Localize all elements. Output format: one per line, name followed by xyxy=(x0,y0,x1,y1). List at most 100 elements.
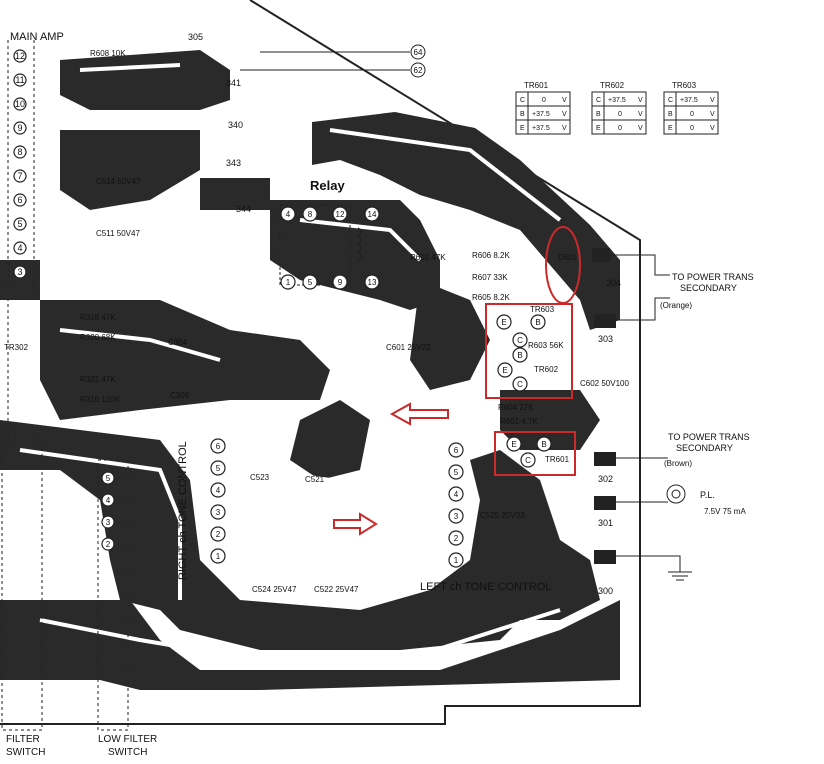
pilot-lamp-icon xyxy=(666,484,686,504)
table-cell: V xyxy=(562,97,567,104)
tr601-label: TR601 xyxy=(545,455,570,464)
orange-label: (Orange) xyxy=(660,301,692,310)
table-cell: +37.5 xyxy=(532,111,550,118)
tone-pin: 6 xyxy=(216,442,221,451)
tr602-label: TR602 xyxy=(534,365,559,374)
pin-label: 11 xyxy=(15,75,24,85)
pin-label: 7 xyxy=(17,171,22,181)
hi-filter-label: FILTER xyxy=(6,734,40,745)
svg-text:C: C xyxy=(525,456,531,465)
table-cell: B xyxy=(520,111,525,118)
c523-label: C523 xyxy=(250,473,270,482)
table-cell: E xyxy=(668,125,673,132)
table-cell: 0 xyxy=(618,111,622,118)
table-cell: 0 xyxy=(690,125,694,132)
tr302-label: TR302 xyxy=(4,343,29,352)
table-cell: 0 xyxy=(618,125,622,132)
node-62-label: 62 xyxy=(414,66,423,75)
c522-label: C522 25V47 xyxy=(314,585,359,594)
table-cell: B xyxy=(596,111,601,118)
pin-label: 4 xyxy=(17,243,22,253)
c306-label: C306 xyxy=(170,391,190,400)
pin-column-left: 12 11 10 9 8 7 6 5 4 3 xyxy=(13,49,27,279)
tone-pin: 4 xyxy=(454,490,459,499)
white-traces xyxy=(19,63,562,663)
trace-numbers: 305 341 340 343 344 xyxy=(188,32,251,214)
svg-text:B: B xyxy=(517,351,522,360)
tone-pin: 3 xyxy=(216,508,221,517)
node-64-label: 64 xyxy=(414,48,423,57)
table-cell: V xyxy=(710,111,715,118)
relay-pin: 1 xyxy=(286,278,291,287)
pin-label: 12 xyxy=(15,51,25,61)
r602-label: R602 47K xyxy=(410,253,446,262)
pl-rating: 7.5V 75 mA xyxy=(704,507,746,516)
table-cell: +37.5 xyxy=(680,97,698,104)
tone-pin: 6 xyxy=(454,446,459,455)
svg-text:E: E xyxy=(511,440,516,449)
relay-pin: 8 xyxy=(308,210,313,219)
r601-label: R601 4.7K xyxy=(500,417,538,426)
r310-label: R310 120K xyxy=(80,395,121,404)
tone-pin: 3 xyxy=(454,512,459,521)
relay-coil-icon xyxy=(356,227,362,261)
tr601-table-title: TR601 xyxy=(524,81,549,90)
r322-label: R322 47K xyxy=(80,375,116,384)
transistor-pads: E B C E B C E B C xyxy=(496,314,552,468)
power-leads xyxy=(610,254,692,581)
r320-label: R320 68K xyxy=(80,333,116,342)
terminal-label: 301 xyxy=(598,518,613,528)
right-tone-pins: 6 5 4 3 2 1 xyxy=(210,438,226,564)
red-annotations xyxy=(333,226,581,536)
trace-number: 344 xyxy=(236,204,251,214)
table-cell: C xyxy=(520,97,525,104)
pin-label: 10 xyxy=(15,99,25,109)
r608-label: R608 10K xyxy=(90,49,126,58)
relay: Relay 4 8 12 14 1 5 9 13 xyxy=(279,178,380,290)
r318-label: R318 47K xyxy=(80,313,116,322)
table-cell: V xyxy=(638,97,643,104)
arrow-right-icon xyxy=(333,512,378,536)
terminal-label: 303 xyxy=(598,334,613,344)
table-cell: V xyxy=(638,125,643,132)
secondary-1: SECONDARY xyxy=(680,283,737,293)
relay-pin: 4 xyxy=(286,210,291,219)
tr603-table: TR603 C +37.5 V B 0 V E 0 V xyxy=(663,81,719,135)
table-cell: V xyxy=(562,125,567,132)
terminal-label: 302 xyxy=(598,474,613,484)
tone-pin: 2 xyxy=(216,530,221,539)
table-cell: E xyxy=(520,125,525,132)
component-labels: R606 8.2K R607 33K R605 8.2K R602 47K R6… xyxy=(4,49,629,594)
svg-text:B: B xyxy=(535,318,540,327)
table-cell: V xyxy=(562,111,567,118)
svg-text:E: E xyxy=(502,366,507,375)
secondary-2: SECONDARY xyxy=(676,443,733,453)
hi-switch-label: SWITCH xyxy=(6,747,45,758)
tone-pin: 1 xyxy=(216,552,221,561)
trace-number: 305 xyxy=(188,32,203,42)
main-amp-label: MAIN AMP xyxy=(10,31,64,43)
table-cell: V xyxy=(638,111,643,118)
svg-text:5: 5 xyxy=(106,474,111,483)
low-filter-pins: 5 4 3 2 xyxy=(101,471,115,551)
pin-label: 5 xyxy=(17,219,22,229)
to-power-trans-2: TO POWER TRANS xyxy=(668,432,750,442)
relay-pin: 5 xyxy=(308,278,313,287)
pin-label: 8 xyxy=(17,147,22,157)
table-cell: 0 xyxy=(542,97,546,104)
c521-label: C521 xyxy=(305,475,325,484)
tr601-highlight-box xyxy=(494,431,576,476)
to-power-trans-1: TO POWER TRANS xyxy=(672,272,754,282)
tr603-label: TR603 xyxy=(530,305,555,314)
svg-text:B: B xyxy=(541,440,546,449)
c602-label: C602 50V100 xyxy=(580,379,629,388)
table-cell: +37.5 xyxy=(608,97,626,104)
c514-label: C514 50V47 xyxy=(96,177,141,186)
svg-text:4: 4 xyxy=(106,496,111,505)
svg-text:C: C xyxy=(517,380,523,389)
relay-pin: 13 xyxy=(368,278,377,287)
tr603-table-title: TR603 xyxy=(672,81,697,90)
c511-label: C511 50V47 xyxy=(96,229,140,238)
terminal-label: 304 xyxy=(606,278,621,288)
pl-label: P.L. xyxy=(700,490,715,500)
